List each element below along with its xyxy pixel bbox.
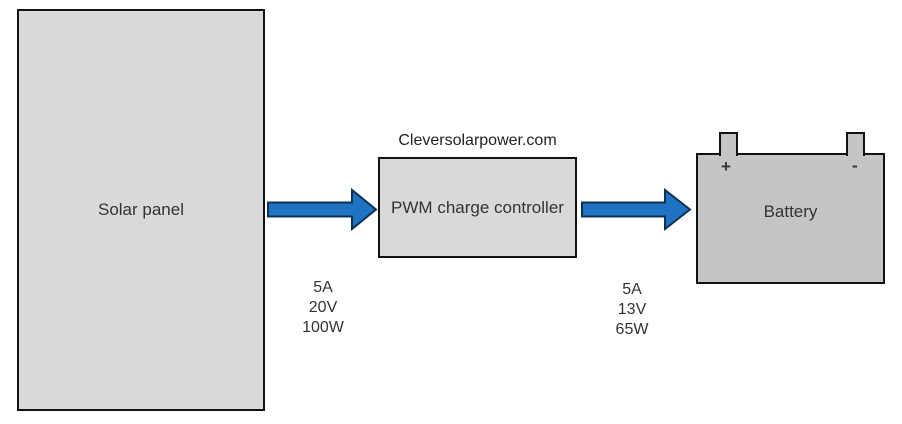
right-arrow-icon (581, 187, 692, 232)
panel-output-specs: 5A 20V 100W (281, 278, 365, 338)
flow-arrow-controller-to-battery-icon (581, 187, 692, 232)
pwm-controller-box: PWM charge controller (378, 157, 577, 258)
battery-box: Battery (696, 153, 885, 284)
spec-voltage: 20V (308, 299, 338, 316)
spec-current: 5A (313, 279, 333, 296)
battery-positive-terminal-post (719, 132, 738, 156)
battery-positive-sign: + (721, 157, 731, 176)
right-arrow-icon (267, 187, 378, 232)
spec-current: 5A (622, 281, 642, 298)
battery-negative-terminal-post (846, 132, 865, 156)
spec-power: 65W (615, 321, 649, 338)
controller-output-specs: 5A 13V 65W (590, 280, 674, 340)
flow-arrow-panel-to-controller-icon (267, 187, 378, 232)
pwm-controller-label: PWM charge controller (391, 197, 564, 217)
battery-label: Battery (763, 201, 818, 221)
battery-negative-sign: - (852, 156, 858, 175)
spec-power: 100W (302, 319, 344, 336)
watermark-text: Cleversolarpower.com (398, 132, 557, 149)
spec-voltage: 13V (617, 301, 647, 318)
solar-panel-box: Solar panel (17, 9, 265, 411)
solar-panel-label: Solar panel (97, 200, 184, 219)
